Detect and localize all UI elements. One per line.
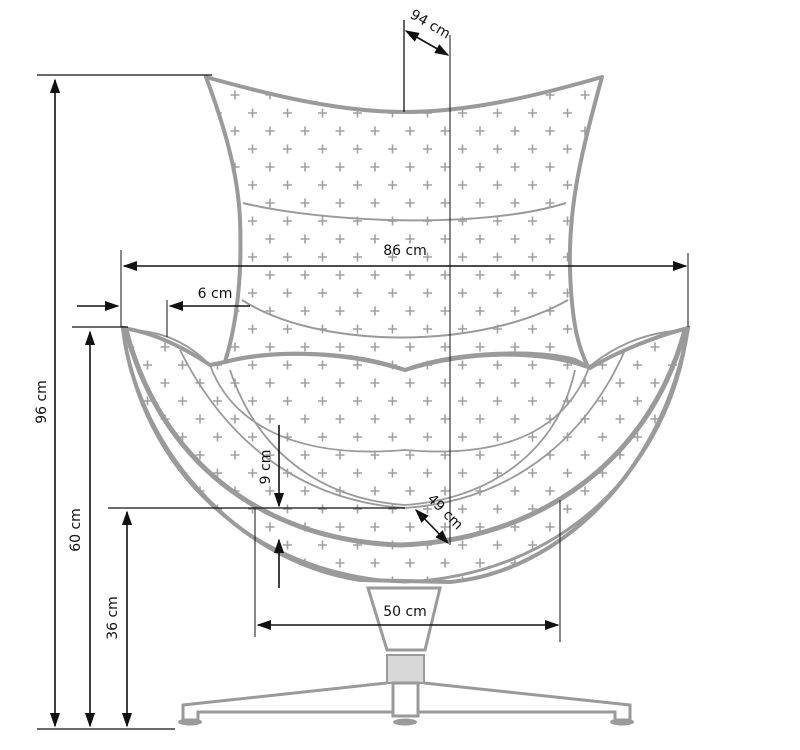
label-armrest-width: 6 cm xyxy=(198,286,233,302)
column-lower xyxy=(391,681,420,718)
label-seat-height: 36 cm xyxy=(105,596,121,640)
dimension-lines xyxy=(37,20,689,730)
backrest-seam-1 xyxy=(242,202,567,222)
armrest-left-curve xyxy=(124,329,211,366)
foot-right xyxy=(610,718,634,726)
base-right-leg xyxy=(418,681,632,722)
armrest-right-curve xyxy=(589,329,687,367)
shell-outer-rim xyxy=(121,327,690,584)
backrest xyxy=(204,75,604,372)
column xyxy=(386,654,425,684)
label-armrest-height: 60 cm xyxy=(68,508,84,552)
label-depth: 94 cm xyxy=(407,7,453,43)
seat-line-2 xyxy=(229,369,576,506)
label-total-height: 96 cm xyxy=(34,380,50,424)
foot-center xyxy=(393,718,417,726)
shell-inner-rim xyxy=(123,329,688,548)
chair-drawing xyxy=(120,75,691,726)
dim-seat-depth xyxy=(414,508,450,545)
dim-depth xyxy=(404,30,450,56)
label-total-width: 86 cm xyxy=(383,243,427,259)
label-cushion-thickness: 9 cm xyxy=(258,450,274,485)
label-seat-width: 50 cm xyxy=(383,604,427,620)
base-left-leg xyxy=(181,681,393,722)
backrest-seam-2 xyxy=(241,299,569,339)
foot-left xyxy=(178,718,202,726)
